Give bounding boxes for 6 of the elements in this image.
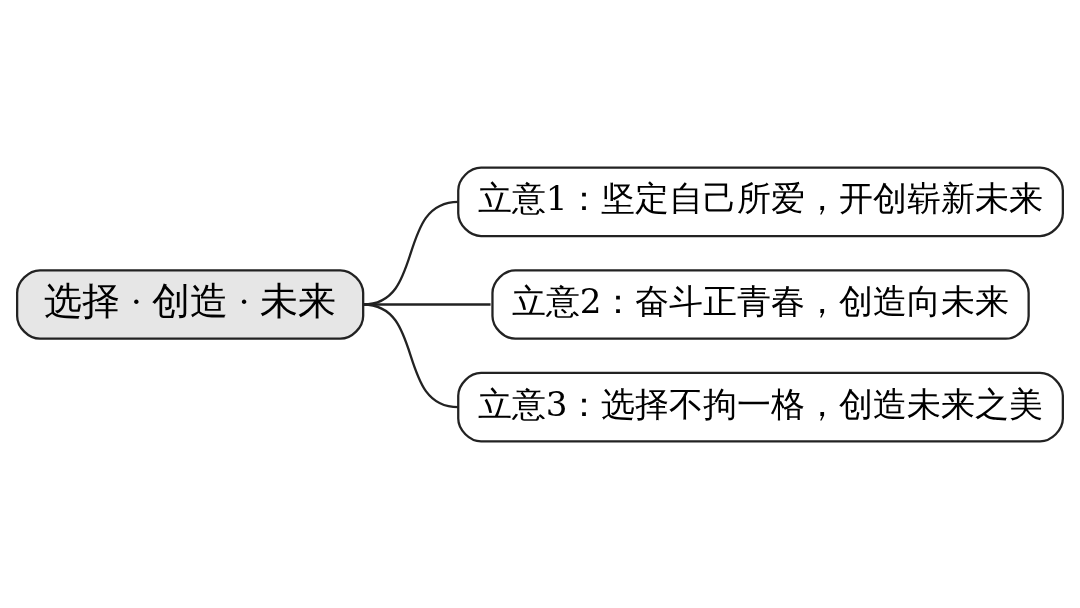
node-box: 立意1：坚定自己所爱，开创崭新未来 (457, 165, 1064, 237)
node-box: 立意2：奋斗正青春，创造向未来 (491, 268, 1030, 340)
connector (363, 302, 491, 306)
node-box: 立意3：选择不拘一格，创造未来之美 (457, 371, 1064, 443)
connector (363, 302, 459, 408)
node-box: 选择 · 创造 · 未来 (16, 268, 365, 340)
